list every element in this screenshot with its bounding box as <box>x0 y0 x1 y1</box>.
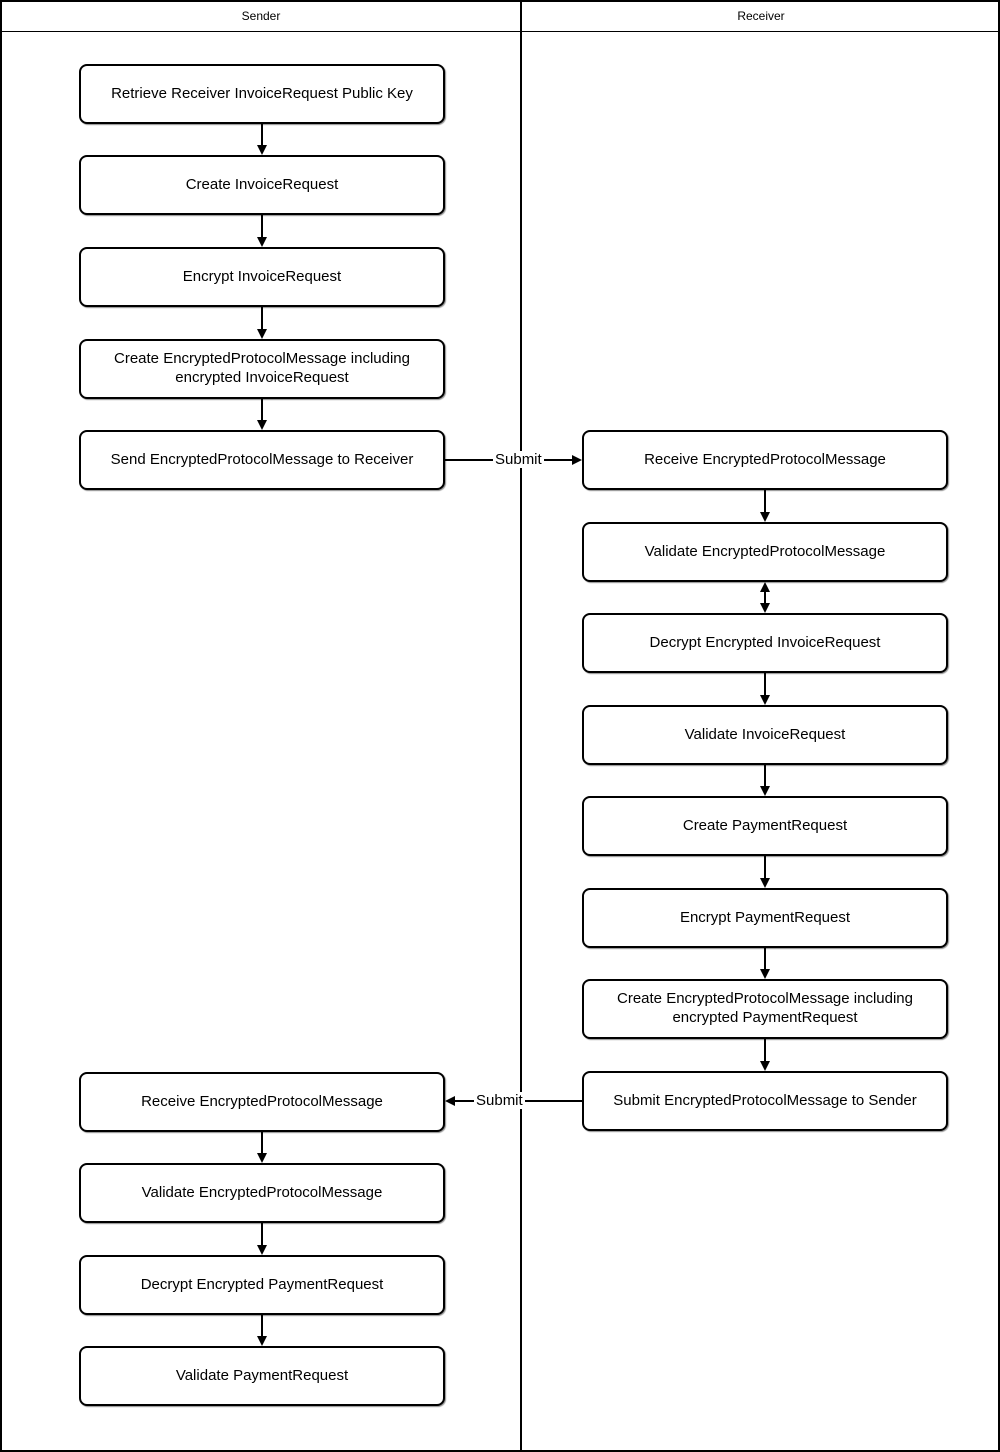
node-sender-receive-epm: Receive EncryptedProtocolMessage <box>79 1072 445 1132</box>
node-encrypt-paymentrequest: Encrypt PaymentRequest <box>582 888 948 948</box>
arrow-down-icon <box>760 765 770 796</box>
node-create-paymentrequest: Create PaymentRequest <box>582 796 948 856</box>
node-create-epm-paymentrequest: Create EncryptedProtocolMessage includin… <box>582 979 948 1039</box>
node-create-epm-invoicerequest: Create EncryptedProtocolMessage includin… <box>79 339 445 399</box>
edge-label-submit-to-receiver: Submit <box>493 451 544 468</box>
lane-header-rule <box>2 31 998 32</box>
node-validate-invoicerequest: Validate InvoiceRequest <box>582 705 948 765</box>
arrow-down-icon <box>257 215 267 247</box>
edge-label-submit-to-sender: Submit <box>474 1092 525 1109</box>
lane-divider <box>520 2 522 1450</box>
node-sender-validate-epm: Validate EncryptedProtocolMessage <box>79 1163 445 1223</box>
arrow-down-icon <box>760 490 770 522</box>
arrow-down-icon <box>760 673 770 705</box>
arrow-down-icon <box>257 307 267 339</box>
arrow-down-icon <box>760 856 770 888</box>
node-validate-paymentrequest: Validate PaymentRequest <box>79 1346 445 1406</box>
node-decrypt-invoicerequest: Decrypt Encrypted InvoiceRequest <box>582 613 948 673</box>
node-send-epm-to-receiver: Send EncryptedProtocolMessage to Receive… <box>79 430 445 490</box>
node-receiver-receive-epm: Receive EncryptedProtocolMessage <box>582 430 948 490</box>
lane-header-receiver: Receiver <box>737 9 785 23</box>
arrow-down-icon <box>257 399 267 430</box>
arrow-up-down-icon <box>760 582 770 613</box>
node-encrypt-invoicerequest: Encrypt InvoiceRequest <box>79 247 445 307</box>
arrow-down-icon <box>257 1132 267 1163</box>
node-decrypt-paymentrequest: Decrypt Encrypted PaymentRequest <box>79 1255 445 1315</box>
arrow-down-icon <box>257 1223 267 1255</box>
node-create-invoicerequest: Create InvoiceRequest <box>79 155 445 215</box>
arrow-down-icon <box>257 1315 267 1346</box>
node-submit-epm-to-sender: Submit EncryptedProtocolMessage to Sende… <box>582 1071 948 1131</box>
arrow-down-icon <box>760 1039 770 1071</box>
lane-header-sender: Sender <box>241 9 281 23</box>
arrow-down-icon <box>257 124 267 155</box>
node-retrieve-public-key: Retrieve Receiver InvoiceRequest Public … <box>79 64 445 124</box>
arrow-down-icon <box>760 948 770 979</box>
node-receiver-validate-epm: Validate EncryptedProtocolMessage <box>582 522 948 582</box>
